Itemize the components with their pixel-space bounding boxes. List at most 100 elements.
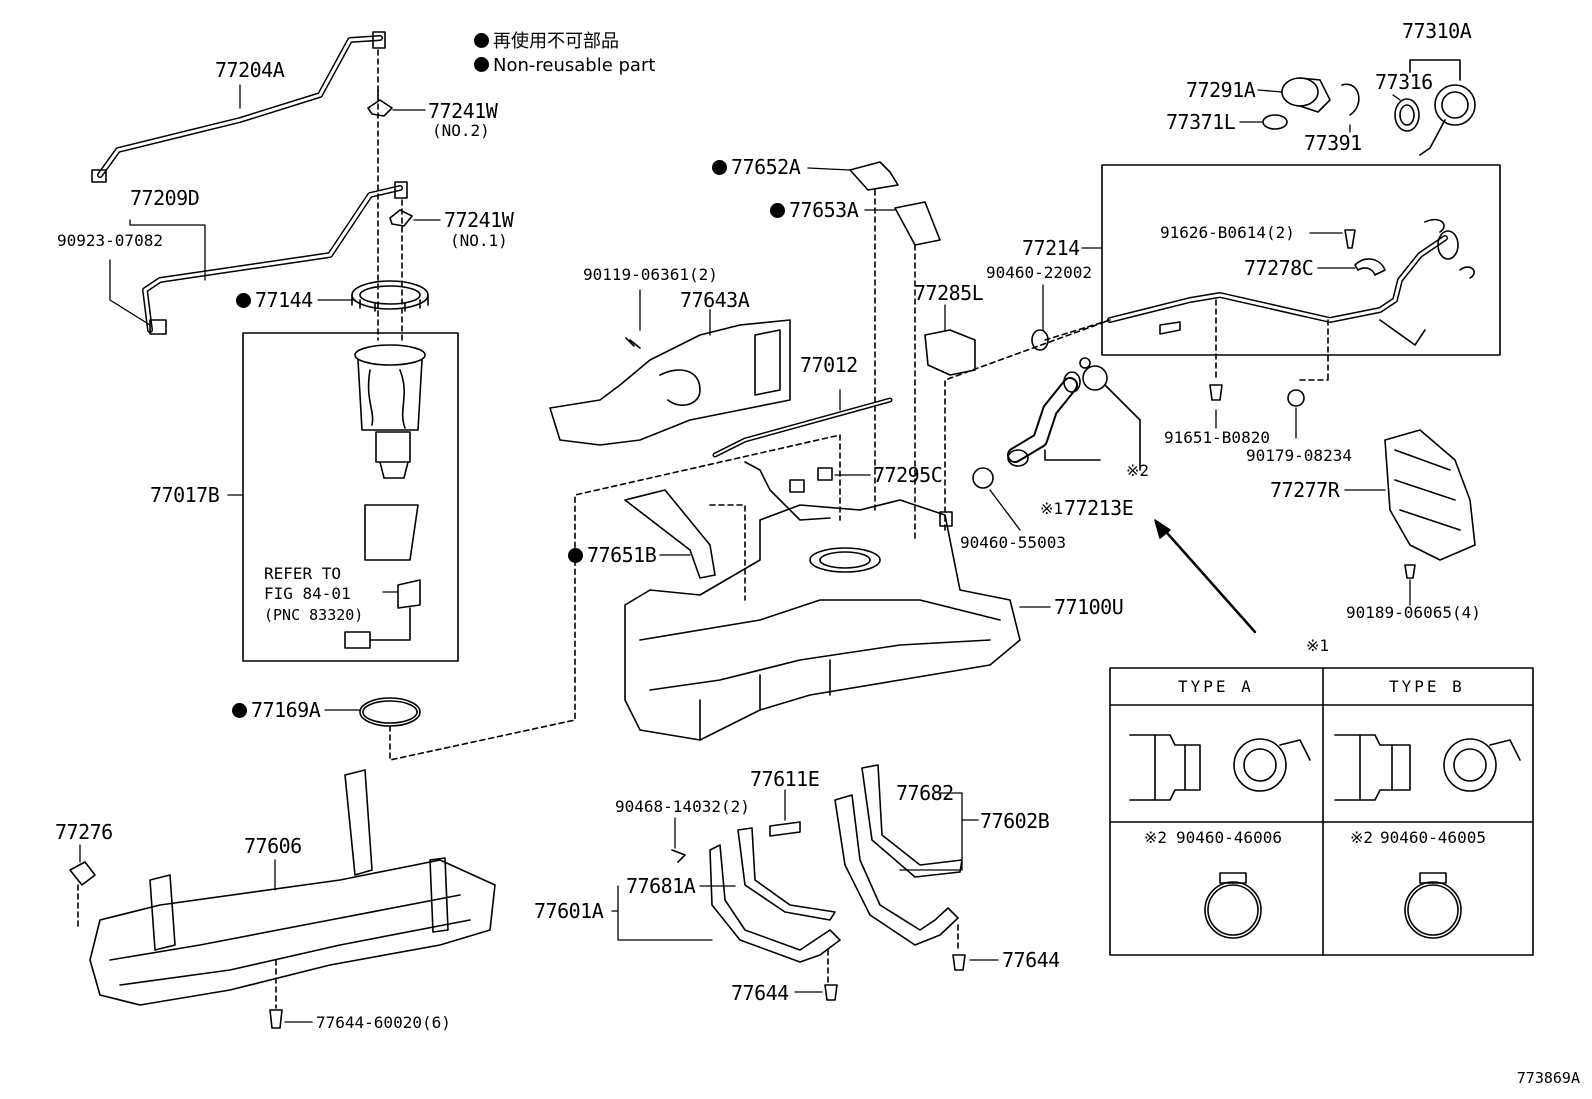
ring-77371L (1262, 114, 1288, 130)
label-77643A[interactable]: 77643A (680, 288, 750, 312)
legend-jp: 再使用不可部品 (474, 30, 655, 54)
label-90923-07082[interactable]: 90923-07082 (57, 231, 163, 250)
label-77295C[interactable]: 77295C (873, 463, 943, 487)
fuel-door-77277R (1384, 429, 1476, 561)
filler-pipe-box (1101, 164, 1501, 356)
label-77241W-no2[interactable]: 77241W (428, 99, 498, 123)
fuel-line-77209D (142, 181, 408, 335)
label-77012[interactable]: 77012 (800, 353, 858, 377)
label-77602B[interactable]: 77602B (980, 809, 1050, 833)
label-77278C[interactable]: 77278C (1244, 256, 1314, 280)
leader-77213E (1044, 449, 1101, 461)
legend-en: Non-reusable part (474, 54, 655, 78)
pad-77652A (849, 161, 899, 191)
label-77276[interactable]: 77276 (55, 820, 113, 844)
label-77241W-no1[interactable]: 77241W (444, 208, 514, 232)
label-77653A[interactable]: 77653A (770, 200, 859, 220)
clamp-a-label[interactable]: 90460-46006 (1176, 828, 1282, 847)
label-77316[interactable]: 77316 (1375, 70, 1433, 94)
label-90468-14032[interactable]: 90468-14032(2) (615, 797, 750, 816)
label-77651B-text: 77651B (587, 543, 657, 567)
label-90460-55003[interactable]: 90460-55003 (960, 533, 1066, 552)
label-77285L[interactable]: 77285L (914, 281, 984, 305)
non-reusable-dot-icon (712, 160, 727, 175)
label-77100U[interactable]: 77100U (1054, 595, 1124, 619)
label-77169A[interactable]: 77169A (232, 700, 321, 720)
label-77291A[interactable]: 77291A (1186, 78, 1256, 102)
pad-77681A (737, 827, 836, 921)
clamp-b-mark: ※2 (1350, 828, 1374, 847)
protector-detail2 (754, 329, 781, 396)
clip-side (1459, 266, 1475, 279)
label-90179-08234[interactable]: 90179-08234 (1246, 446, 1352, 465)
label-77371L[interactable]: 77371L (1166, 110, 1236, 134)
label-77644-60020[interactable]: 77644-60020(6) (316, 1013, 451, 1032)
label-77644-a[interactable]: 77644 (731, 981, 789, 1005)
pad-77653A (894, 201, 941, 246)
clip-77276 (69, 861, 96, 886)
clamp-77278C (1354, 258, 1386, 276)
legend: 再使用不可部品 Non-reusable part (474, 30, 655, 78)
label-refer-2[interactable]: FIG 84-01 (264, 584, 351, 603)
band-77602B (834, 794, 959, 946)
label-90189-06065[interactable]: 90189-06065(4) (1346, 603, 1481, 622)
under-cover-77606 (89, 769, 496, 1006)
label-77651B[interactable]: 77651B (568, 543, 657, 567)
hose-77213E (1007, 371, 1081, 467)
clamp-hose-screw (1079, 357, 1091, 369)
label-77214[interactable]: 77214 (1022, 236, 1080, 260)
leader-lines (79, 84, 1411, 1023)
ring-77391 (1341, 83, 1360, 116)
label-77017B[interactable]: 77017B (150, 483, 220, 507)
leader-mark2 (1104, 384, 1141, 471)
label-77144-text: 77144 (255, 288, 313, 312)
clip-top (1424, 218, 1445, 233)
label-77606[interactable]: 77606 (244, 834, 302, 858)
gasket-77316-inner (1399, 104, 1415, 126)
pump-module-box (242, 332, 459, 662)
label-refer-3: (PNC 83320) (264, 606, 364, 624)
label-77277R[interactable]: 77277R (1270, 478, 1340, 502)
legend-en-text: Non-reusable part (493, 55, 656, 76)
clamp-a-mark: ※2 (1144, 828, 1168, 847)
label-77611E[interactable]: 77611E (750, 767, 820, 791)
type-a-header: TYPE A (1178, 677, 1254, 696)
label-77213E[interactable]: 77213E (1064, 496, 1134, 520)
band-77601A (709, 844, 841, 963)
clamp-b-label[interactable]: 90460-46005 (1380, 828, 1486, 847)
label-77310A[interactable]: 77310A (1402, 19, 1472, 43)
legend-jp-text: 再使用不可部品 (493, 31, 619, 52)
label-77644-b[interactable]: 77644 (1002, 948, 1060, 972)
non-reusable-dot-icon (232, 703, 247, 718)
bolt-77644-b (952, 954, 966, 971)
bracket-77285L (924, 329, 976, 376)
label-90460-22002[interactable]: 90460-22002 (986, 263, 1092, 282)
non-reusable-dot-icon (236, 293, 251, 308)
label-77144[interactable]: 77144 (236, 290, 313, 310)
bolt-91626 (1344, 229, 1356, 249)
label-77681A[interactable]: 77681A (626, 874, 696, 898)
label-77391[interactable]: 77391 (1304, 131, 1362, 155)
fuel-line-77204A (91, 31, 386, 183)
type-b-header: TYPE B (1389, 677, 1465, 696)
label-77682[interactable]: 77682 (896, 781, 954, 805)
type-a-fitting (1129, 734, 1311, 801)
lock-ring-77144 (351, 280, 429, 312)
o-ring-77169A (359, 697, 421, 727)
label-91651-B0820[interactable]: 91651-B0820 (1164, 428, 1270, 447)
image-code: 773869A (1516, 1069, 1580, 1087)
bolt-91651 (1209, 384, 1223, 401)
leader-77310A (1409, 59, 1461, 81)
clamp-46006 (1204, 872, 1262, 939)
non-reusable-dot-icon (770, 203, 785, 218)
label-77209D[interactable]: 77209D (130, 186, 200, 210)
label-90119-06361[interactable]: 90119-06361(2) (583, 265, 718, 284)
label-77601A[interactable]: 77601A (534, 899, 604, 923)
label-no2: (NO.2) (432, 121, 490, 140)
fuel-door-ribs (1394, 449, 1461, 531)
label-77652A[interactable]: 77652A (712, 157, 801, 177)
label-77204A[interactable]: 77204A (215, 58, 285, 82)
label-91626-B0614[interactable]: 91626-B0614(2) (1160, 223, 1295, 242)
label-refer-1: REFER TO (264, 564, 342, 583)
connector-77295C (817, 467, 833, 481)
